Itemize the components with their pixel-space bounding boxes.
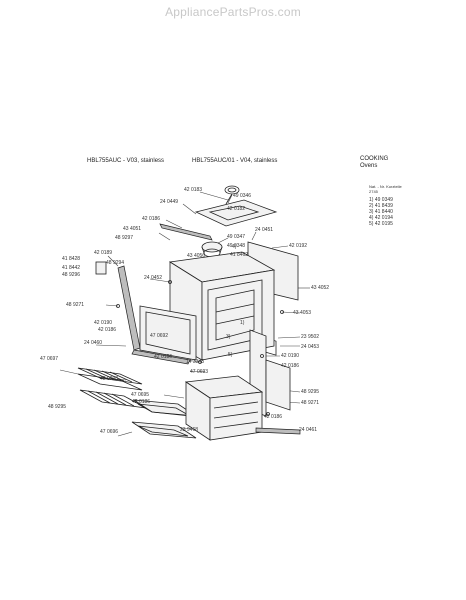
lower-right-strip bbox=[255, 427, 301, 435]
screws bbox=[116, 280, 284, 416]
part-label: 47 0693 bbox=[190, 369, 209, 375]
part-label: 43 4051 bbox=[123, 226, 142, 232]
part-label: 42 0186 bbox=[281, 363, 300, 369]
part-label: 48 9271 bbox=[301, 400, 320, 406]
part-callout: 1) bbox=[240, 320, 245, 326]
watermark: AppliancePartsPros.com bbox=[165, 5, 301, 19]
part-label: 42 0190 bbox=[94, 320, 113, 326]
part-callout: 4) bbox=[232, 244, 237, 250]
part-label: 41 8428 bbox=[62, 256, 81, 262]
part-label: 48 9298 bbox=[100, 376, 119, 382]
part-label: 24 0452 bbox=[144, 275, 163, 281]
part-label: 24 0460 bbox=[84, 340, 103, 346]
part-callout: 3) bbox=[226, 334, 231, 340]
legend-col-head: Nat. - Nr. Kurzteile bbox=[369, 184, 402, 189]
part-label: 24 0451 bbox=[255, 227, 274, 233]
part-label: 42 0192 bbox=[289, 243, 308, 249]
part-label: 47 0695 bbox=[131, 392, 150, 398]
part-label: 48 9295 bbox=[301, 389, 320, 395]
part-label: 23 9502 bbox=[301, 334, 320, 340]
part-callout: 5) bbox=[228, 352, 233, 358]
left-side-strip bbox=[117, 265, 141, 351]
oven-rack-upper bbox=[77, 367, 143, 391]
part-label: 49 0347 bbox=[227, 234, 246, 240]
part-label: 43 4053 bbox=[293, 310, 312, 316]
part-label: 42 0186 bbox=[98, 327, 117, 333]
front-lower-strip bbox=[131, 349, 191, 365]
part-label: 24 0461 bbox=[299, 427, 318, 433]
part-label: 48 9295 bbox=[48, 404, 67, 410]
top-panel bbox=[194, 199, 278, 227]
part-label: 24 0453 bbox=[301, 344, 320, 350]
part-label: 48 9294 bbox=[106, 260, 125, 266]
part-label: 48 9296 bbox=[62, 272, 81, 278]
legend-col-sub: 2745 bbox=[369, 189, 378, 194]
subcategory-title: Ovens bbox=[360, 163, 378, 169]
top-cable bbox=[224, 185, 240, 205]
legend-item: 3) 41 8440 bbox=[369, 209, 393, 215]
legend-item: 2) 41 8439 bbox=[369, 203, 393, 209]
legend-item: 1) 49 0349 bbox=[369, 197, 393, 203]
part-label: 42 0190 bbox=[281, 353, 300, 359]
lower-oven-cavity bbox=[184, 375, 264, 441]
part-label: 42 0186 bbox=[132, 399, 151, 405]
part-label: 47 0696 bbox=[100, 429, 119, 435]
part-label: 42 0186 bbox=[264, 414, 283, 420]
part-label: 48 9297 bbox=[115, 235, 134, 241]
oven-rack-lower bbox=[79, 389, 147, 409]
category-title: COOKING bbox=[360, 156, 389, 162]
door-frame bbox=[139, 305, 197, 361]
baking-tray bbox=[131, 421, 197, 439]
part-label: 14 3343 bbox=[186, 359, 205, 365]
part-label: 42 0182 bbox=[227, 206, 246, 212]
part-label: 42 0186 bbox=[142, 216, 161, 222]
part-label: 41 8462 bbox=[230, 252, 249, 258]
model-right-title: HBL755AUC/01 - V04, stainless bbox=[192, 158, 278, 164]
model-left-title: HBL755AUC - V03, stainless bbox=[87, 158, 165, 164]
part-label: 23 9468 bbox=[180, 427, 199, 433]
part-label: 49 0348 bbox=[227, 243, 246, 249]
part-label: 43 4052 bbox=[311, 285, 330, 291]
legend-item: 4) 42 0194 bbox=[369, 215, 393, 221]
part-label: 41 8442 bbox=[62, 265, 81, 271]
top-panel-plate bbox=[208, 205, 260, 221]
legend-item: 5) 42 0195 bbox=[369, 221, 393, 227]
front-trim-strip bbox=[159, 223, 213, 241]
part-label: 24 0449 bbox=[160, 199, 179, 205]
part-label: 43 4056 bbox=[187, 253, 206, 259]
part-label: 47 0692 bbox=[150, 333, 169, 339]
part-label: 49 0346 bbox=[233, 193, 252, 199]
part-label: 42 0189 bbox=[94, 250, 113, 256]
left-bracket bbox=[95, 261, 107, 275]
part-label: 42 0186 bbox=[154, 354, 173, 360]
part-label: 42 0183 bbox=[184, 187, 203, 193]
right-hinge-assembly bbox=[265, 359, 291, 411]
part-label: 47 0697 bbox=[40, 356, 59, 362]
part-label: 48 9271 bbox=[66, 302, 85, 308]
